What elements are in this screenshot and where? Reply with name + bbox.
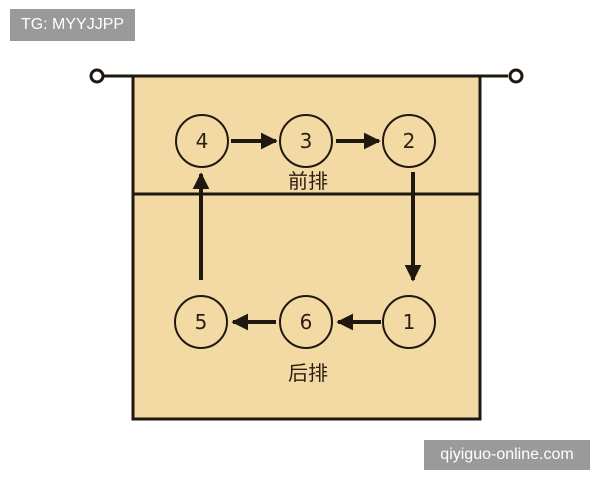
- site-watermark: qiyiguo-online.com: [424, 440, 590, 470]
- net-post-right: [508, 68, 524, 84]
- position-6-label: 6: [300, 310, 313, 334]
- back-row-label: 后排: [288, 361, 328, 385]
- position-1: 1: [382, 295, 436, 349]
- position-4-label: 4: [196, 129, 209, 153]
- telegram-watermark: TG: MYYJJPP: [10, 9, 135, 41]
- position-3-label: 3: [300, 129, 313, 153]
- position-2-label: 2: [403, 129, 416, 153]
- position-4: 4: [175, 114, 229, 168]
- position-3: 3: [279, 114, 333, 168]
- position-5: 5: [174, 295, 228, 349]
- position-1-label: 1: [403, 310, 416, 334]
- position-2: 2: [382, 114, 436, 168]
- position-5-label: 5: [195, 310, 208, 334]
- net-post-left: [89, 68, 105, 84]
- position-6: 6: [279, 295, 333, 349]
- front-row-label: 前排: [288, 169, 328, 193]
